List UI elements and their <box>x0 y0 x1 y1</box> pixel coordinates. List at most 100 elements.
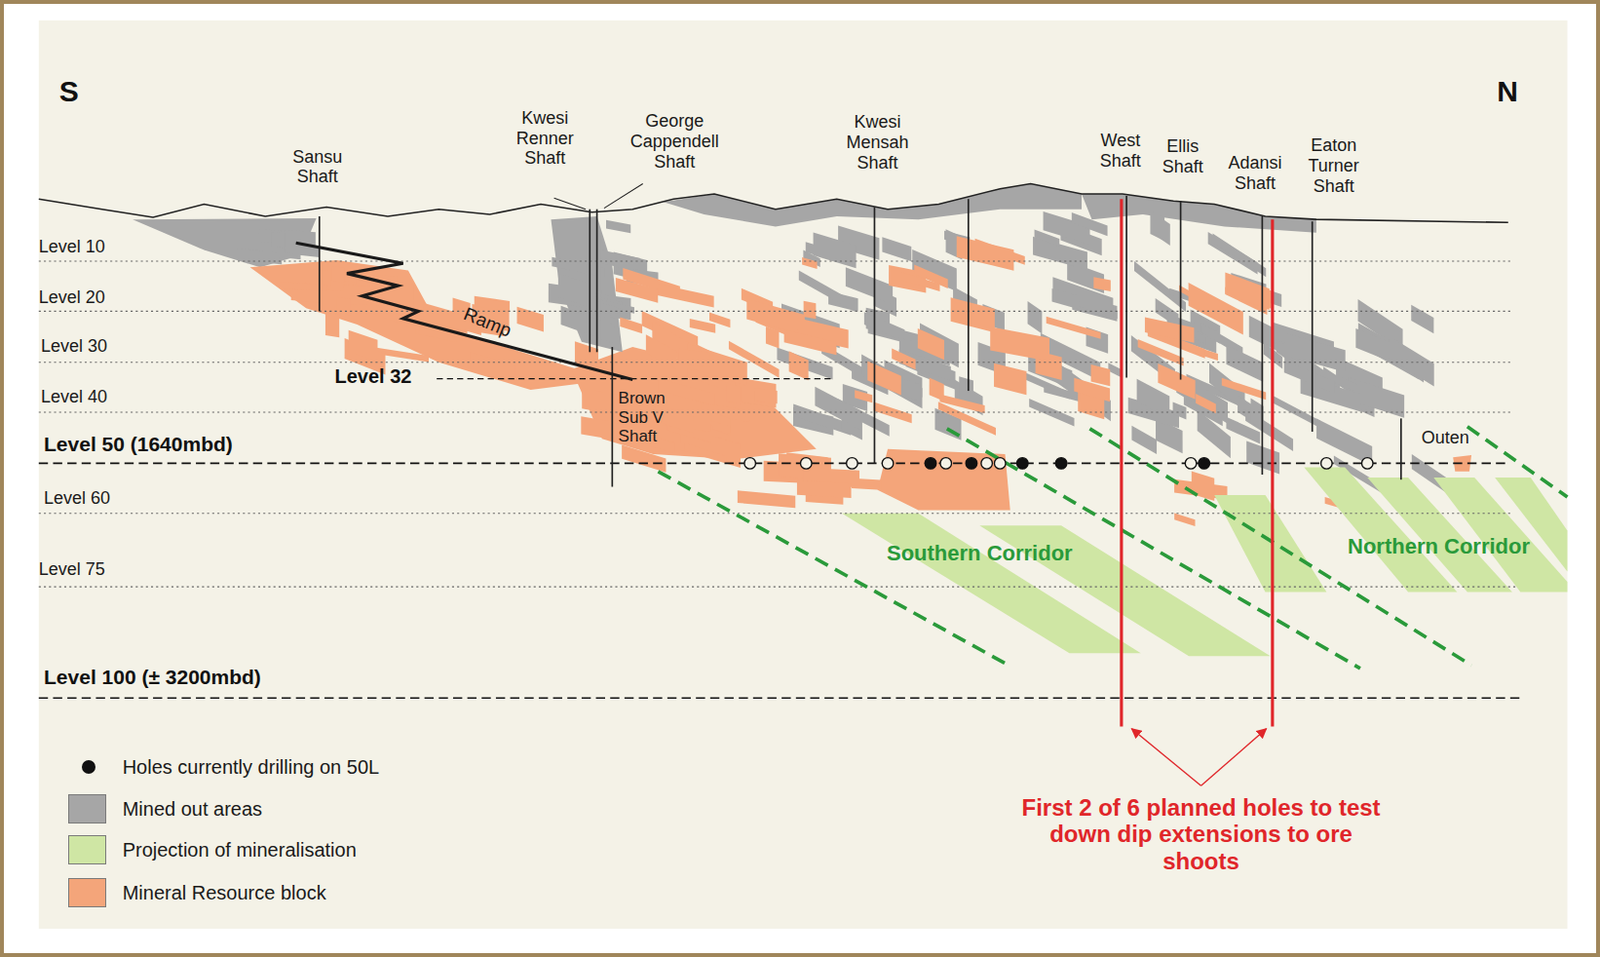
ore-shape <box>619 316 643 334</box>
drill-hole <box>940 457 953 470</box>
shaft-label: Sansu Shaft <box>287 147 348 188</box>
ore-shape <box>655 283 714 307</box>
drill-hole <box>846 457 859 470</box>
leader-lines <box>554 183 644 209</box>
ore-shape <box>679 348 710 368</box>
ore-shape <box>900 377 918 401</box>
ore-shape <box>132 218 316 267</box>
ore-shape <box>1052 276 1113 319</box>
ore-shape <box>1286 333 1346 373</box>
direction-label: S <box>59 75 79 110</box>
ore-shape <box>606 220 631 234</box>
level-label: Level 40 <box>40 386 108 408</box>
ore-shape <box>854 389 873 403</box>
ore-shape <box>891 347 915 370</box>
ore-blocks <box>132 183 1472 526</box>
legend-swatch <box>68 835 107 865</box>
ore-shape <box>914 264 949 289</box>
shaft-label: Kwesi Mensah Shaft <box>838 112 917 173</box>
main-levels <box>38 379 1524 699</box>
ore-shape <box>1093 276 1110 292</box>
callout-arrows <box>1131 728 1266 787</box>
panel <box>38 20 1568 929</box>
ore-shape <box>325 311 340 338</box>
ore-shape <box>1073 378 1110 402</box>
ore-shape <box>867 360 902 395</box>
ore-shape <box>1144 317 1195 343</box>
ore-shape <box>993 363 1027 396</box>
drill-hole <box>800 457 813 470</box>
ore-shape <box>1052 288 1080 309</box>
direction-label: N <box>1496 75 1519 110</box>
ore-shape <box>1081 193 1317 233</box>
ore-shape <box>1221 378 1266 401</box>
callout-note: First 2 of 6 planned holes to test down … <box>1016 794 1387 876</box>
ore-shape <box>594 248 641 272</box>
ore-shape <box>784 329 838 355</box>
ore-shape <box>1149 210 1165 241</box>
ore-shape <box>517 306 544 333</box>
drill-hole <box>1017 457 1029 470</box>
ramp <box>296 242 634 380</box>
ore-shape <box>1028 398 1074 427</box>
ore-shape <box>1195 393 1217 414</box>
ore-shape <box>621 445 666 473</box>
corridor-lines <box>657 426 1567 669</box>
ore-shape <box>658 378 715 406</box>
ore-shape <box>312 268 331 286</box>
ore-shape <box>1071 212 1108 236</box>
ore-shape <box>1225 344 1263 382</box>
ore-shape <box>877 449 1011 511</box>
ore-shape <box>1188 282 1244 336</box>
legend-text: Projection of mineralisation <box>122 838 357 862</box>
ore-shape <box>990 326 1050 362</box>
ore-shape <box>789 350 809 381</box>
level-label: Level 10 <box>38 236 106 258</box>
level-label: Level 32 <box>334 365 412 388</box>
ore-shape <box>814 386 862 431</box>
ground-surface <box>38 183 1509 223</box>
ore-shape <box>646 334 678 370</box>
level-label: Level 60 <box>43 488 111 509</box>
level-label: Level 20 <box>38 287 106 308</box>
ore-shape <box>1131 425 1157 455</box>
legend-swatch <box>68 794 107 824</box>
drill-hole <box>965 457 978 470</box>
ore-shape <box>615 277 658 304</box>
shaft-label: Outen <box>1421 427 1470 449</box>
shaft-label: Eaton Turner Shaft <box>1299 135 1369 196</box>
level-label: Level 50 (1640mbd) <box>43 432 233 457</box>
ore-shape <box>1173 401 1187 420</box>
legend-text: Mined out areas <box>122 797 263 821</box>
ore-shape <box>845 266 893 305</box>
drill-holes <box>744 457 1373 470</box>
ore-shape <box>332 266 345 282</box>
drill-hole <box>993 457 1006 470</box>
ore-shape <box>1046 316 1102 340</box>
ore-shape <box>1107 362 1121 378</box>
ore-shape <box>1150 210 1171 246</box>
corridor-label: Northern Corridor <box>1347 533 1530 559</box>
ore-shape <box>1157 363 1195 400</box>
ore-shape <box>371 304 420 332</box>
drill-hole <box>1321 457 1334 470</box>
ore-shape <box>725 382 742 405</box>
shaft-label: Adansi Shaft <box>1223 152 1287 193</box>
ore-shape <box>709 311 730 328</box>
ore-shape <box>1212 233 1266 278</box>
ore-shape <box>755 387 778 404</box>
ore-shape <box>580 416 612 440</box>
ore-shape <box>1191 471 1215 501</box>
ore-shape <box>684 442 726 462</box>
ore-shape <box>737 490 796 508</box>
shaft-label: George Cappendell Shaft <box>625 111 724 172</box>
level-label: Level 30 <box>40 336 108 357</box>
drill-hole <box>1055 457 1067 470</box>
drill-hole <box>744 457 757 470</box>
ore-shape <box>337 297 351 316</box>
drill-hole <box>981 457 993 470</box>
ore-shape <box>803 301 817 319</box>
drill-hole <box>1361 457 1373 470</box>
ore-shape <box>746 298 805 336</box>
